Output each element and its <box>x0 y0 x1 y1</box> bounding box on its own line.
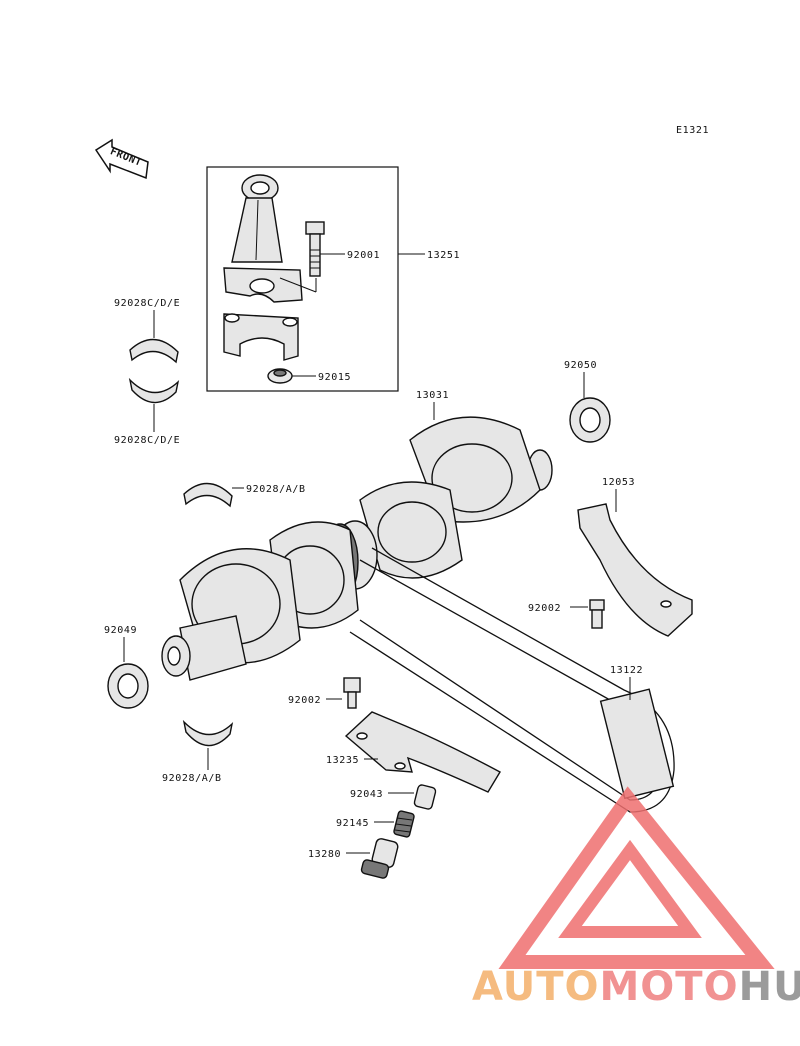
callout-92028ab-lower: 92028/A/B <box>162 773 222 784</box>
conrod-bolt <box>279 221 325 293</box>
callout-13031: 13031 <box>416 390 449 401</box>
callout-92028cde-lower: 92028C/D/E <box>114 435 180 446</box>
conrod-bearing-lower <box>128 377 180 404</box>
tensioner-cap <box>413 784 437 810</box>
watermark-triangle-icon <box>498 786 775 969</box>
connecting-rod-cap <box>223 313 299 361</box>
main-bearing-lower <box>182 719 234 747</box>
callout-92028ab-upper: 92028/A/B <box>246 484 306 495</box>
callout-92015: 92015 <box>318 372 351 383</box>
conrod-nut <box>267 368 293 384</box>
callout-12053: 12053 <box>602 477 635 488</box>
callout-13280: 13280 <box>308 849 341 860</box>
callout-13235: 13235 <box>326 755 359 766</box>
watermark-text: AUTOMOTOHUB <box>472 964 800 1010</box>
tensioner-bolt <box>343 677 361 709</box>
watermark-text-auto: AUTO <box>472 964 600 1010</box>
callout-13122: 13122 <box>610 665 643 676</box>
callout-92002-bracket: 92002 <box>528 603 561 614</box>
diagram-id: E1321 <box>676 125 709 136</box>
watermark-inner-triangle-icon <box>558 839 702 938</box>
connecting-rod <box>223 174 303 303</box>
callout-92001: 92001 <box>347 250 380 261</box>
conrod-assembly-frame <box>206 166 399 392</box>
crankshaft <box>161 416 553 681</box>
callout-92050: 92050 <box>564 360 597 371</box>
front-arrow-icon: FRONT <box>94 138 149 180</box>
callout-92043: 92043 <box>350 789 383 800</box>
bracket-bolt <box>589 599 605 629</box>
oil-seal-left <box>107 663 149 709</box>
watermark-logo: AUTOMOTOHUB <box>472 786 800 1010</box>
watermark-text-moto: MOTO <box>600 964 739 1010</box>
callout-92028cde-upper: 92028C/D/E <box>114 298 180 309</box>
callout-92145: 92145 <box>336 818 369 829</box>
watermark-text-hub: HUB <box>739 964 800 1010</box>
tensioner-plunger <box>360 838 399 879</box>
conrod-bearing-upper <box>129 338 179 364</box>
callout-92002-tensioner: 92002 <box>288 695 321 706</box>
tensioner-guide <box>344 711 501 793</box>
main-bearing-upper <box>183 482 233 508</box>
chain-guide-bracket <box>577 503 693 637</box>
oil-seal-right <box>569 397 611 443</box>
callout-92049: 92049 <box>104 625 137 636</box>
callout-13251: 13251 <box>427 250 460 261</box>
tensioner-spring <box>393 810 415 838</box>
cam-chain <box>349 547 675 813</box>
